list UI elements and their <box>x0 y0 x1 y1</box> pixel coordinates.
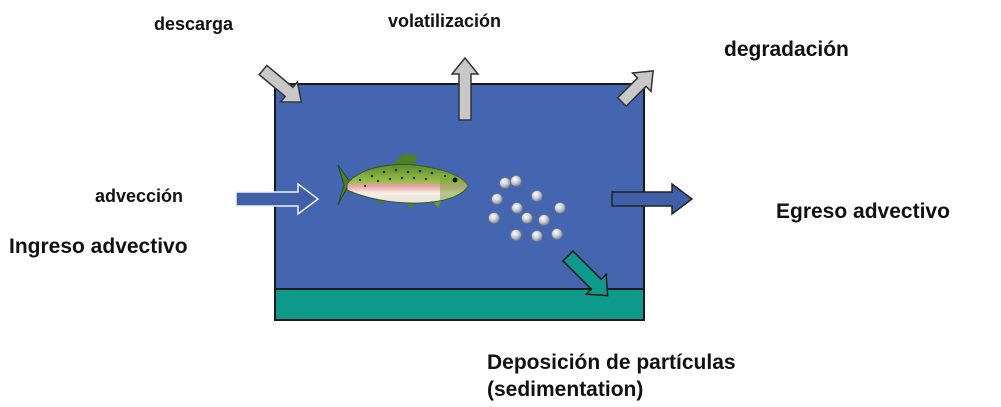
adveccion-label: advección <box>95 186 184 206</box>
volatilizacion-label: volatilización <box>388 11 502 31</box>
descarga-label: descarga <box>154 14 234 34</box>
particle-bubbles <box>488 175 566 242</box>
descarga-arrow <box>258 64 303 103</box>
adveccion-arrow <box>235 182 320 216</box>
egreso-advectivo-label: Egreso advectivo <box>776 200 950 223</box>
degradacion-label: degradación <box>724 38 849 61</box>
egreso-arrow <box>611 182 694 216</box>
deposicion-label: Deposición de partículas <box>487 351 736 374</box>
trout-icon <box>337 153 469 210</box>
degradacion-arrow <box>616 70 654 108</box>
sedimentation-label: (sedimentation) <box>487 378 644 401</box>
deposicion-arrow <box>561 249 609 297</box>
ingreso-advectivo-label: Ingreso advectivo <box>9 235 188 258</box>
volatilizacion-arrow <box>450 56 480 121</box>
sediment-layer <box>274 288 645 321</box>
